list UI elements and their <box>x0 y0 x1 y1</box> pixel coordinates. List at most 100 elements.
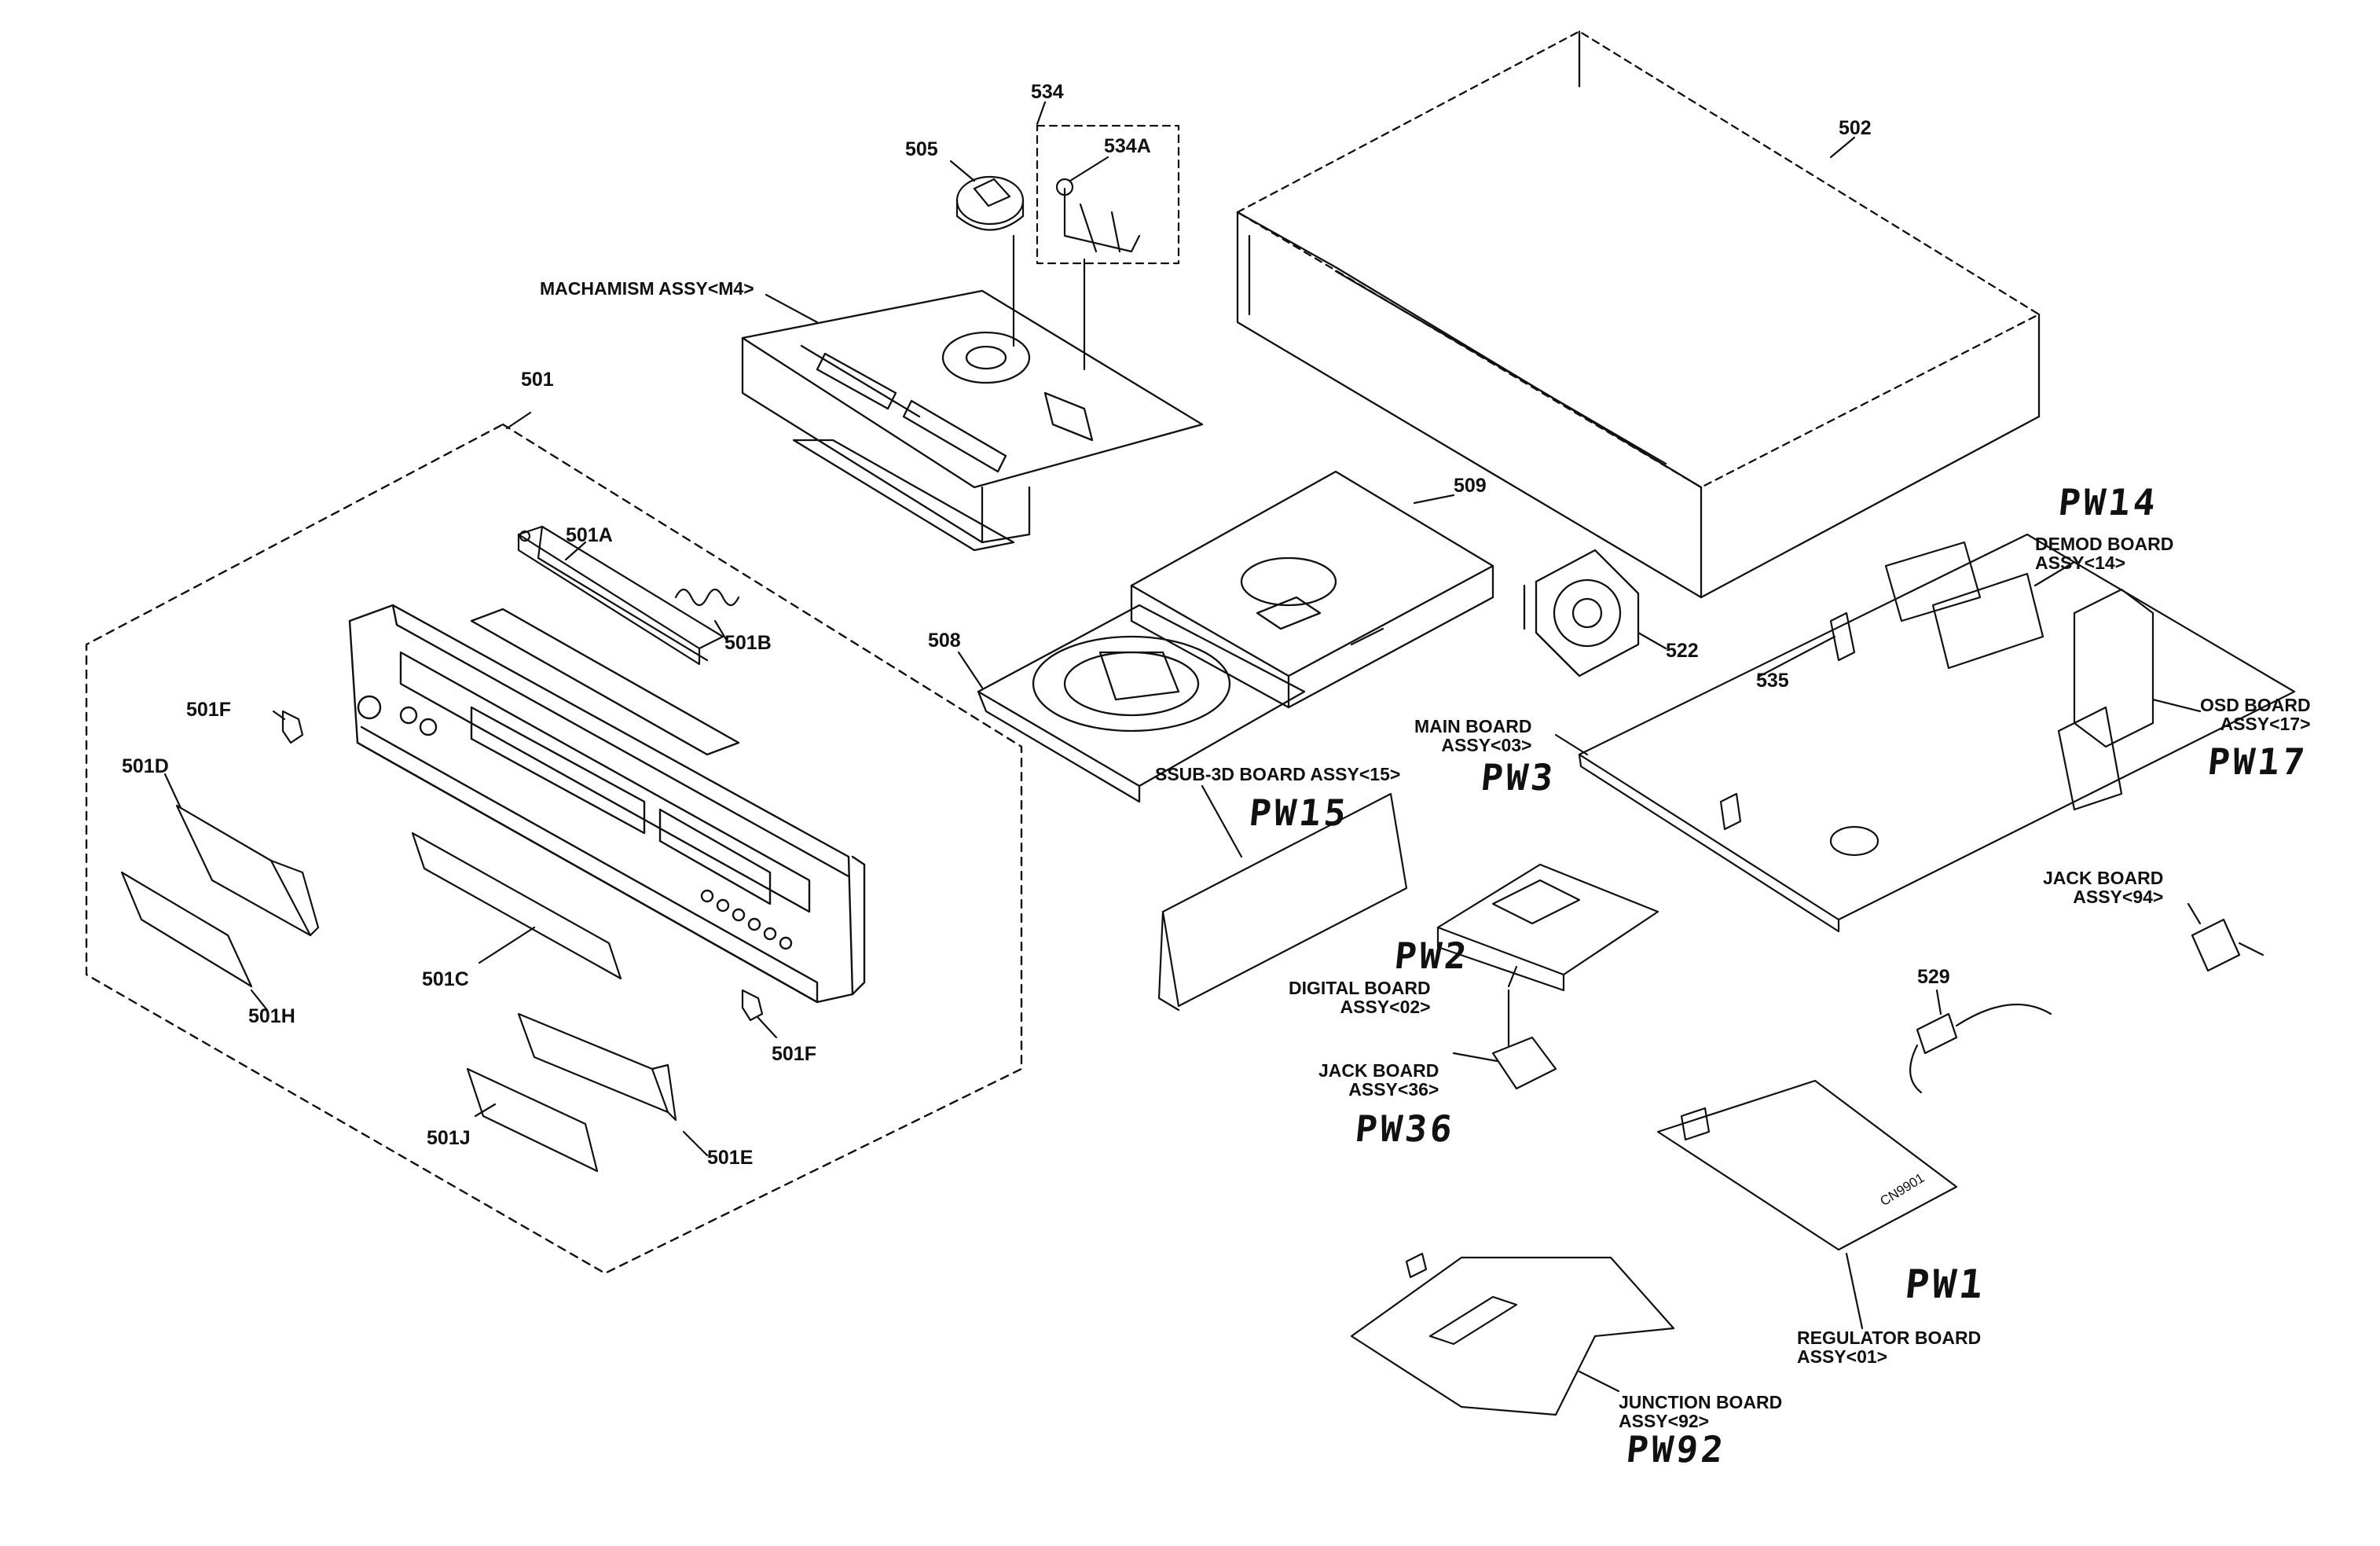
bracket-501a <box>517 525 724 666</box>
drive-509 <box>1130 470 1494 709</box>
leader-501b <box>713 619 728 642</box>
label-501j: 501J <box>427 1127 471 1149</box>
leader-digital <box>1507 965 1518 988</box>
leader-501e <box>682 1130 709 1157</box>
label-501f-bottom: 501F <box>772 1043 816 1065</box>
handwritten-pw14: PW14 <box>2056 481 2161 523</box>
label-501a: 501A <box>566 524 613 546</box>
label-501c: 501C <box>422 968 469 990</box>
leader-509 <box>1413 494 1455 505</box>
leader-jack36 <box>1452 1052 1498 1063</box>
osd-board-line1: OSD BOARD <box>2200 695 2311 715</box>
leader-mechanism <box>765 293 819 324</box>
label-501: 501 <box>521 369 554 391</box>
jack-board-36 <box>1491 989 1557 1090</box>
front-panel <box>348 604 866 1004</box>
leader-501h <box>250 989 269 1012</box>
motor-505 <box>955 175 1025 347</box>
handwritten-pw36: PW36 <box>1353 1107 1458 1150</box>
top-cover-502 <box>1236 30 2041 599</box>
label-jack-board-36: JACK BOARD ASSY<36> <box>1318 1061 1439 1099</box>
leader-501c <box>478 926 536 964</box>
cable-529 <box>1909 1003 2052 1094</box>
front-panel-group-outline <box>85 423 1023 1275</box>
leader-regulator <box>1845 1252 1864 1330</box>
regulator-board-line2: ASSY<01> <box>1797 1346 1888 1368</box>
jack-board-94 <box>2191 918 2264 972</box>
leader-demod <box>2033 560 2076 587</box>
label-mechanism-assy: MACHAMISM ASSY<M4> <box>540 278 754 299</box>
label-501b: 501B <box>724 632 772 654</box>
main-board-line1: MAIN BOARD <box>1414 716 1532 736</box>
spring-501b <box>674 588 740 607</box>
handwritten-pw3: PW3 <box>1479 756 1558 799</box>
label-534: 534 <box>1031 81 1064 103</box>
digital-board <box>1436 863 1659 992</box>
leader-junction <box>1578 1370 1620 1393</box>
label-osd-board: OSD BOARD ASSY<17> <box>2200 696 2311 733</box>
ssub-board <box>1157 792 1408 1012</box>
leader-529 <box>1935 989 1942 1015</box>
label-digital-board: DIGITAL BOARD ASSY<02> <box>1289 979 1431 1016</box>
label-501f-top: 501F <box>186 699 231 721</box>
leader-501f-bottom <box>757 1016 778 1039</box>
label-main-board: MAIN BOARD ASSY<03> <box>1414 717 1532 755</box>
osd-board-line2: ASSY<17> <box>2220 714 2311 735</box>
label-508: 508 <box>928 630 961 652</box>
leader-501 <box>505 411 532 430</box>
label-522: 522 <box>1666 640 1699 662</box>
demod-board-line2: ASSY<14> <box>2035 553 2126 574</box>
leader-535 <box>1758 635 1836 678</box>
leader-jack94 <box>2187 902 2202 925</box>
leader-501j <box>474 1103 497 1118</box>
label-529: 529 <box>1917 966 1950 988</box>
door-501e <box>517 1012 677 1122</box>
leader-508 <box>957 651 984 689</box>
label-501e: 501E <box>707 1147 754 1169</box>
door-501d <box>175 804 320 937</box>
main-board <box>1578 533 2296 933</box>
leader-main <box>1554 733 1589 756</box>
junction-board-line2: ASSY<92> <box>1619 1411 1710 1432</box>
label-ssub-board: SSUB-3D BOARD ASSY<15> <box>1155 764 1401 784</box>
jack-board-94-line1: JACK BOARD <box>2043 868 2164 888</box>
label-509: 509 <box>1454 475 1487 497</box>
leader-534a <box>1069 156 1109 182</box>
fan-522 <box>1523 549 1640 678</box>
handwritten-pw15: PW15 <box>1247 791 1351 834</box>
handwritten-pw2: PW2 <box>1392 935 1472 977</box>
clip-501f-bottom <box>741 989 764 1022</box>
demod-board-line1: DEMOD BOARD <box>2035 534 2174 554</box>
leader-505 <box>949 160 976 182</box>
leader-534 <box>1036 101 1047 126</box>
door-501c <box>411 832 622 980</box>
demod-board <box>1884 541 2044 670</box>
regulator-board <box>1656 1079 1958 1251</box>
junction-board <box>1350 1252 1675 1416</box>
leader-502 <box>1829 136 1856 159</box>
label-535: 535 <box>1756 670 1789 692</box>
main-board-line2: ASSY<03> <box>1441 735 1532 756</box>
clip-501f-top <box>281 710 304 744</box>
label-demod-board: DEMOD BOARD ASSY<14> <box>2035 534 2173 572</box>
jack-board-36-line1: JACK BOARD <box>1318 1060 1439 1081</box>
digital-board-line1: DIGITAL BOARD <box>1289 978 1431 998</box>
box-534 <box>1036 124 1180 265</box>
connector-535 <box>1829 611 1856 662</box>
tray-508 <box>977 604 1306 803</box>
osd-board <box>2057 588 2154 811</box>
jack-board-94-line2: ASSY<94> <box>2073 887 2164 908</box>
label-regulator-board: REGULATOR BOARD ASSY<01> <box>1797 1328 1981 1366</box>
leader-osd <box>2151 698 2202 713</box>
handwritten-pw92: PW92 <box>1624 1428 1729 1471</box>
digital-board-line2: ASSY<02> <box>1340 997 1431 1018</box>
junction-board-line1: JUNCTION BOARD <box>1619 1392 1783 1412</box>
handwritten-pw1: PW1 <box>1902 1261 1989 1307</box>
leader-501d <box>163 773 182 810</box>
leader-501f-top <box>272 710 286 721</box>
door-501h <box>120 871 253 988</box>
door-501j <box>466 1067 599 1173</box>
label-501h: 501H <box>248 1005 295 1027</box>
